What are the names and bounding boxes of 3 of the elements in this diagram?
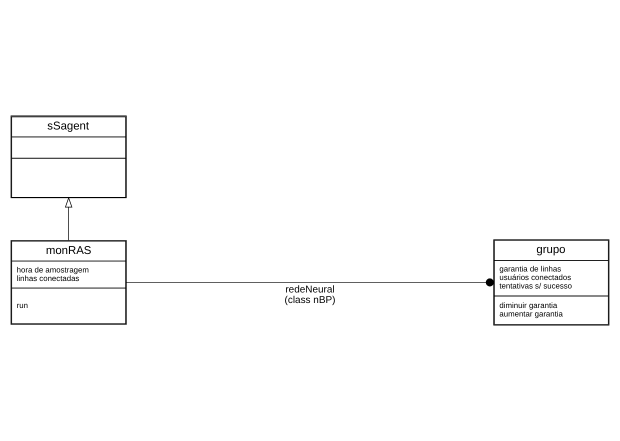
connector bbox=[126, 278, 494, 286]
arrow bbox=[64, 196, 72, 241]
edge-label: redeNeural (class nBP) bbox=[284, 284, 336, 306]
